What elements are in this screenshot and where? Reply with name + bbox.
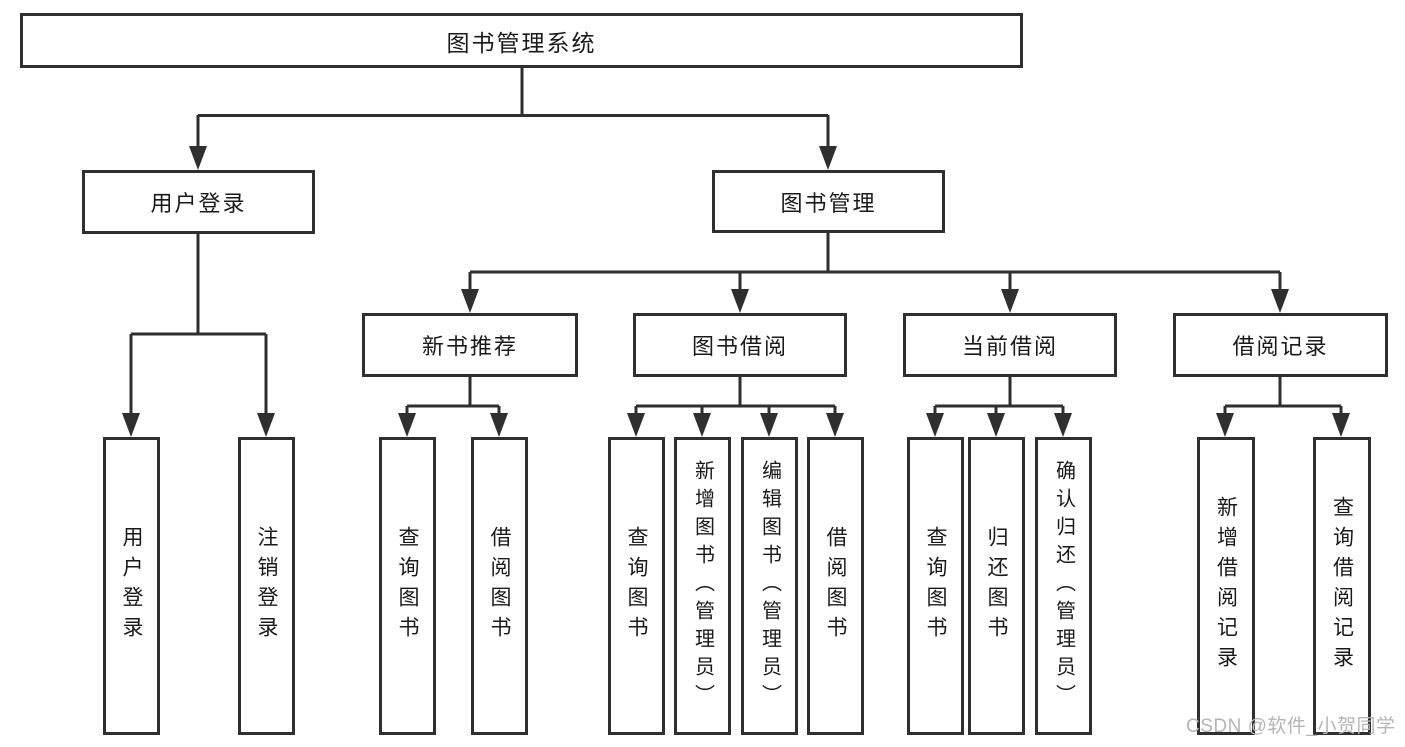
leaf-query-book-2: 查询图书 [608,437,665,735]
node-current-borrow: 当前借阅 [903,313,1117,377]
leaf-add-book-admin: 新增图书（管理员） [674,437,731,735]
csdn-watermark: CSDN @软件_小贺同学 [1186,716,1396,737]
leaf-edit-book-admin: 编辑图书（管理员） [741,437,798,735]
leaf-query-borrow-record: 查询借阅记录 [1313,437,1371,735]
leaf-query-book-3: 查询图书 [907,437,964,735]
node-new-book-recommend: 新书推荐 [362,313,578,377]
node-book-borrow: 图书借阅 [633,313,847,377]
leaf-borrow-book-1: 借阅图书 [471,437,528,735]
node-root-system: 图书管理系统 [20,13,1023,68]
leaf-logout: 注销登录 [238,437,295,735]
node-borrow-records: 借阅记录 [1173,313,1388,377]
leaf-return-book: 归还图书 [968,437,1025,735]
leaf-query-book-1: 查询图书 [379,437,436,735]
leaf-borrow-book-2: 借阅图书 [807,437,864,735]
node-book-management: 图书管理 [712,170,945,233]
node-user-login-branch: 用户登录 [82,170,315,234]
leaf-confirm-return-admin: 确认归还（管理员） [1035,437,1092,735]
leaf-add-borrow-record: 新增借阅记录 [1197,437,1255,735]
leaf-user-login: 用户登录 [103,437,160,735]
